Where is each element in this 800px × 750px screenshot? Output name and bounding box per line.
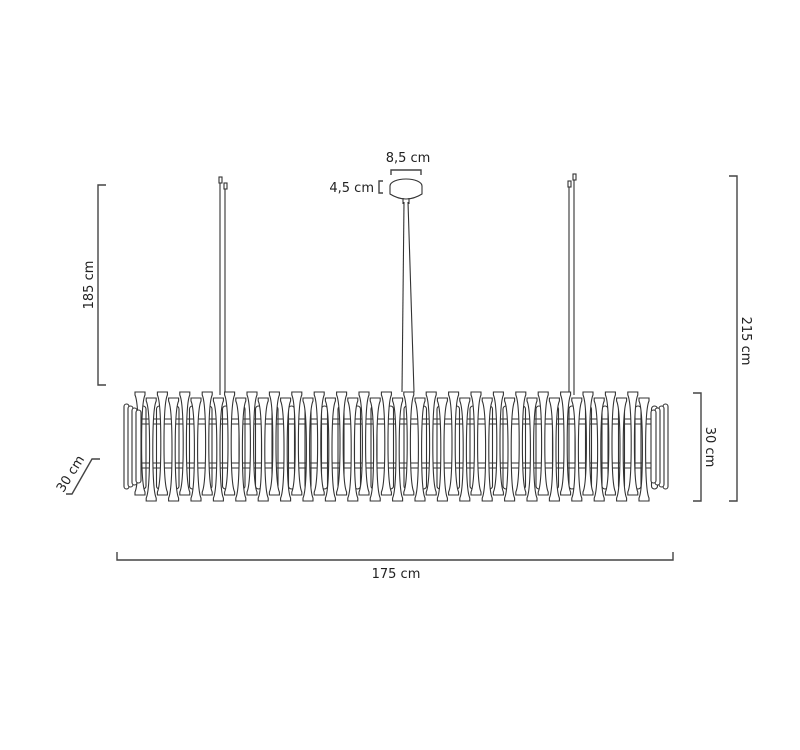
label-suspension-length: 185 cm	[82, 261, 97, 310]
label-body-length: 175 cm	[372, 567, 421, 582]
right-suspension-rod	[567, 173, 577, 395]
left-suspension-rod	[218, 176, 228, 395]
label-canopy-height: 4,5 cm	[329, 181, 374, 196]
chandelier-body	[123, 391, 669, 502]
label-canopy-diameter: 8,5 cm	[386, 151, 431, 166]
dimension-body-height: 30 cm	[693, 392, 717, 502]
dimension-body-depth: 30 cm	[54, 453, 100, 495]
dimension-body-length: 175 cm	[116, 552, 674, 582]
label-total-height: 215 cm	[738, 317, 753, 366]
canopy	[389, 178, 423, 204]
dimension-canopy-diameter: 8,5 cm	[386, 151, 431, 175]
dimension-total-height: 215 cm	[729, 175, 753, 502]
dimension-suspension-length: 185 cm	[82, 184, 106, 386]
dimension-canopy-height: 4,5 cm	[329, 180, 383, 196]
label-body-height: 30 cm	[702, 427, 717, 468]
center-cable	[401, 201, 415, 393]
